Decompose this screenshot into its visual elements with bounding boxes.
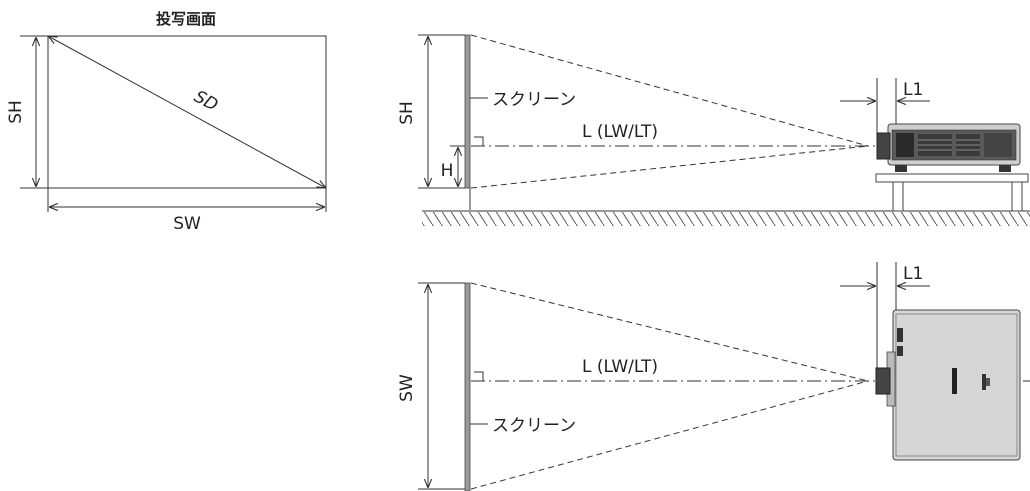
top-view: スクリーン SW L (LW/LT) L1 [397, 262, 1030, 491]
projector-top [875, 309, 1021, 461]
table-leg-left [892, 181, 904, 212]
distance-label-top: L (LW/LT) [582, 357, 658, 377]
floor-hatch [422, 212, 1030, 226]
l1-label-top: L1 [903, 264, 923, 284]
right-angle-mark-top [474, 371, 484, 381]
beam-top-left [470, 282, 869, 382]
distance-label-side: L (LW/LT) [582, 122, 658, 142]
beam-top-right [470, 380, 869, 490]
top-sw-label: SW [397, 374, 417, 402]
table-top [875, 173, 1029, 183]
sh-label: SH [6, 100, 26, 124]
diagonal-dimension [48, 36, 326, 188]
front-view: 投写画面 SD SH SW [6, 10, 326, 234]
beam-bottom [470, 145, 869, 189]
screen-side [464, 34, 471, 189]
side-sh-label: SH [397, 101, 417, 125]
sw-label: SW [173, 214, 201, 234]
side-view: スクリーン SH H L (LW/LT) L1 [397, 34, 1030, 226]
screen-label-side: スクリーン [492, 90, 576, 110]
beam-top [470, 34, 869, 147]
sd-label: SD [191, 87, 221, 116]
lens-side [876, 132, 891, 160]
screen-top [464, 282, 471, 491]
lens-top [875, 367, 891, 395]
right-angle-mark [474, 136, 484, 146]
screen-label-top: スクリーン [492, 416, 576, 436]
projected-image-title: 投写画面 [156, 10, 216, 28]
l1-label-side: L1 [903, 80, 923, 100]
h-label: H [441, 161, 454, 181]
projector-side [876, 123, 1021, 172]
table-leg-right [1011, 181, 1023, 212]
